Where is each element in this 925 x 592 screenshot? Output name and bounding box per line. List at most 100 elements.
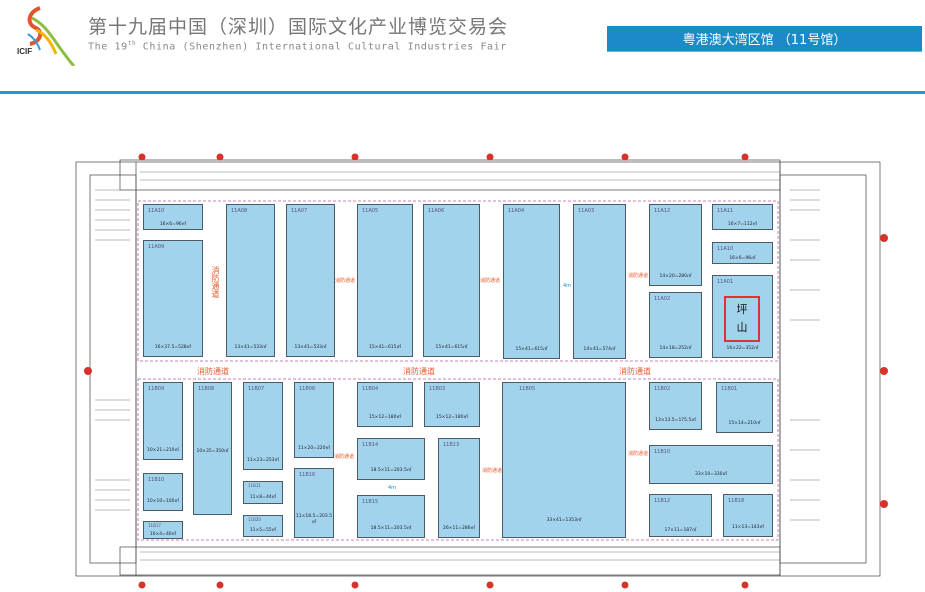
- pingshan-highlight[interactable]: 坪山: [724, 296, 760, 342]
- fire-lane-label: 消防通道: [619, 367, 651, 376]
- booth[interactable]: 11A10 16×6=96㎡: [143, 204, 203, 230]
- booth-id: 11A09: [148, 244, 165, 250]
- booth-id: 11B05: [519, 386, 536, 392]
- booth-id: 11A02: [654, 296, 671, 302]
- subtitle-text: The 19: [88, 41, 128, 53]
- booth[interactable]: 11A06 15×41=615㎡: [423, 204, 480, 357]
- logo-text: ICIF: [17, 47, 33, 56]
- booth-size: 13×13.5=175.5㎡: [655, 418, 696, 423]
- booth-size: 16×7=112㎡: [727, 222, 758, 227]
- booth[interactable]: 11B17 10×4=40㎡: [143, 521, 183, 539]
- booth-id: 11A06: [428, 208, 445, 214]
- fire-lane-label: 消防通道: [482, 468, 503, 474]
- booth[interactable]: 11B15 18.5×11=203.5㎡: [357, 495, 425, 538]
- booth[interactable]: 11A03 14×41=574㎡: [573, 204, 626, 359]
- subtitle-text: China (Shenzhen) International Cultural …: [136, 41, 507, 53]
- subtitle-sup: th: [127, 40, 137, 47]
- booth[interactable]: 11B14 18.5×11=203.5㎡: [357, 438, 425, 480]
- booth-id: 11A04: [508, 208, 525, 214]
- booth-size: 11×23=253㎡: [246, 458, 280, 463]
- booth[interactable]: 11A08 13×41=533㎡: [226, 204, 275, 357]
- booth-size: 33×41=1353㎡: [546, 518, 582, 523]
- booth-size: 15×41=615㎡: [368, 345, 402, 350]
- aisle-width-label: 4m: [388, 485, 397, 491]
- booth-size: 11×20=220㎡: [297, 446, 331, 451]
- booth[interactable]: 11A09 16×37.5=528㎡: [143, 240, 203, 357]
- booth[interactable]: 11A10 16×6=96㎡: [712, 242, 773, 264]
- booth[interactable]: 11A05 15×41=615㎡: [357, 204, 413, 357]
- booth[interactable]: 11B18 11×13=143㎡: [723, 494, 773, 537]
- booth-size: 15×12=180㎡: [368, 415, 402, 420]
- booth-size: 15×41=615㎡: [435, 345, 468, 350]
- booth[interactable]: 11A04 15×41=615㎡: [503, 204, 560, 359]
- booth-id: 11B09: [148, 386, 165, 392]
- booth-id: 11B08: [198, 386, 215, 392]
- booth-size: 16×37.5=528㎡: [154, 345, 192, 350]
- booth-size: 18.5×11=203.5㎡: [370, 468, 412, 473]
- booth-id: 11A12: [654, 208, 671, 214]
- hall-badge: 粤港澳大湾区馆 （11号馆）: [607, 26, 922, 51]
- booth-id: 11B15: [362, 499, 379, 505]
- booth-id: 11A07: [291, 208, 308, 214]
- booth-size: 13×41=533㎡: [234, 345, 267, 350]
- booth-size: 14×18=252㎡: [659, 346, 692, 351]
- booth-id: 11A08: [231, 208, 248, 214]
- booth-size: 14×41=574㎡: [583, 347, 616, 352]
- header-divider: [0, 91, 925, 94]
- booth-size: 11×13=143㎡: [731, 525, 765, 530]
- booth-id: 11B07: [248, 386, 265, 392]
- icif-logo: [27, 6, 76, 66]
- page-title: 第十九届中国（深圳）国际文化产业博览交易会: [88, 16, 509, 38]
- booth-size: 16×22=352㎡: [726, 346, 759, 351]
- fire-lane-label: 消防通道: [628, 273, 649, 279]
- booth-size: 18.5×11=203.5㎡: [370, 526, 412, 531]
- fire-lane-label: 消防通道: [628, 451, 649, 457]
- booth-id: 11B17: [148, 523, 161, 528]
- booth-id: 11B18: [728, 498, 745, 504]
- booth[interactable]: 11B05 33×41=1353㎡: [502, 382, 626, 538]
- fire-lane-label: 消防通道: [335, 278, 356, 284]
- booth-size: 10×10=100㎡: [146, 499, 180, 504]
- page-subtitle: The 19th China (Shenzhen) International …: [88, 40, 507, 52]
- booth-id: 11A03: [578, 208, 595, 214]
- booth[interactable]: 11A11 16×7=112㎡: [712, 204, 773, 230]
- booth-size: 10×35=350㎡: [196, 449, 229, 454]
- booth-id: 11B14: [362, 442, 379, 448]
- booth-id: 11A11: [717, 208, 734, 214]
- booth[interactable]: 11B07 11×23=253㎡: [243, 382, 283, 470]
- booth-id: 11A05: [362, 208, 379, 214]
- booth-id: 11B10: [148, 477, 165, 483]
- booth-id: 11B13: [443, 442, 460, 448]
- booth-id: 11A10: [717, 246, 734, 252]
- booth-size: 11×8=44㎡: [249, 495, 277, 500]
- booth[interactable]: 11B08 10×35=350㎡: [193, 382, 232, 515]
- booth-id: 11A10: [148, 208, 165, 214]
- booth-size: 16×6=96㎡: [159, 222, 187, 227]
- fire-lane-label: 消防通道: [403, 367, 435, 376]
- booth-size: 17×11=187㎡: [664, 528, 697, 533]
- booth[interactable]: 11A02 14×18=252㎡: [649, 292, 702, 358]
- booth-size: 15×41=615㎡: [515, 347, 548, 352]
- highlight-text: 山: [736, 321, 748, 334]
- highlight-text: 坪: [736, 303, 748, 316]
- booth-size: 16×6=96㎡: [729, 256, 756, 261]
- booth[interactable]: 11B10 10×10=100㎡: [143, 473, 183, 511]
- booth-size: 10×4=40㎡: [149, 532, 177, 537]
- booth-id: 11B03: [429, 386, 446, 392]
- aisle-width-label: 4m: [563, 283, 572, 289]
